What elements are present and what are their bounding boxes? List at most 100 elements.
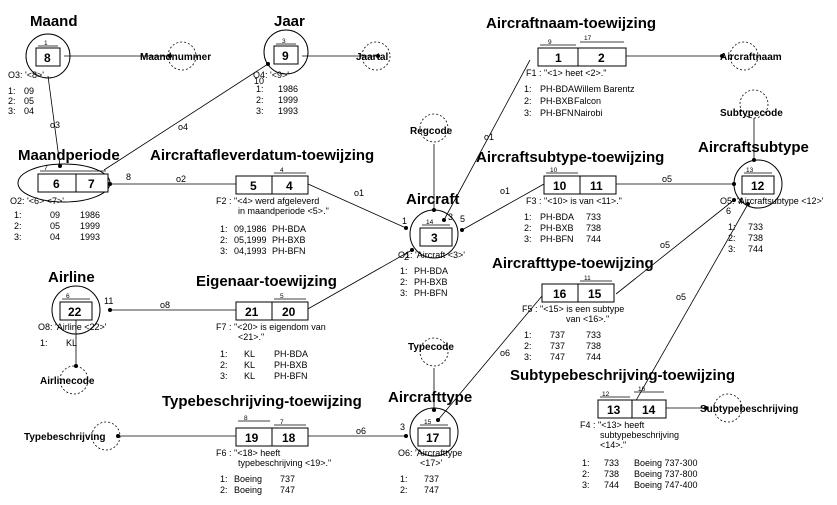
svg-text:Boeing 747-400: Boeing 747-400 [634, 480, 698, 490]
title-aircraftsubtype: Aircraftsubtype [698, 139, 809, 156]
uniq-9: 9 [548, 39, 552, 46]
label-jaartal: Jaartal [356, 41, 391, 71]
facttext-f2b: in maandperiode <5>." [238, 206, 329, 216]
title-aircrafttype-toewijzing: Aircrafttype-toewijzing [492, 255, 654, 272]
title-airline: Airline [48, 269, 95, 286]
svg-text:1:: 1: [582, 458, 590, 468]
role-2: 2 [598, 51, 605, 65]
link-n3: 3 [448, 212, 453, 222]
label-subtypecode: Subtypecode [720, 89, 783, 119]
link-n8: 8 [126, 172, 131, 182]
label-airlinecode: Airlinecode [40, 365, 95, 395]
link-o5-subbeschr: o5 [676, 292, 686, 302]
role-4: 4 [286, 179, 293, 193]
fact-aircraftnaam-toewijzing: Aircraftnaam-toewijzing 1 2 9 17 F1 : "<… [484, 15, 656, 142]
link-o4: o4 [178, 122, 188, 132]
role-12: 12 [751, 179, 765, 193]
svg-text:3:: 3: [524, 108, 532, 118]
facttext-f4b: subtypebeschrijving [600, 430, 679, 440]
svg-text:2:: 2: [524, 96, 532, 106]
uniq-8: 8 [244, 415, 248, 422]
population-maand: 1:09 2:05 3:04 [8, 86, 34, 116]
svg-text:PH-BDA: PH-BDA [414, 266, 448, 276]
svg-text:PH-BDA: PH-BDA [540, 212, 574, 222]
fact-typebeschrijving-toewijzing: Typebeschrijving-toewijzing 19 18 8 7 F6… [162, 393, 362, 495]
link-o5-typetoe: o5 [660, 240, 670, 250]
label-maandnummer: Maandnummer [140, 41, 211, 71]
svg-text:05,1999: 05,1999 [234, 235, 267, 245]
object-maand: Maand 8 1 O3: '<8>' 1:09 2:05 3:04 o3 [8, 13, 78, 130]
svg-text:737: 737 [550, 341, 565, 351]
svg-text:09: 09 [24, 86, 34, 96]
title-aircraftnaam-toewijzing: Aircraftnaam-toewijzing [486, 15, 656, 32]
object-aircraftsubtype: Aircraftsubtype 12 13 6 4 O5: 'Aircrafts… [660, 139, 824, 302]
link-n11: 11 [104, 296, 113, 306]
svg-text:2:: 2: [14, 221, 22, 231]
svg-text:Boeing 737-300: Boeing 737-300 [634, 458, 698, 468]
facttext-f6a: F6 : "<18> heeft [216, 448, 281, 458]
svg-text:2:: 2: [400, 485, 408, 495]
svg-text:3:: 3: [8, 106, 16, 116]
facttext-f1: F1 : "<1> heet <2>." [526, 68, 606, 78]
link-o3: o3 [50, 120, 60, 130]
uniq-17: 17 [584, 35, 592, 42]
svg-text:737: 737 [280, 474, 295, 484]
svg-text:PH-BDA: PH-BDA [272, 224, 306, 234]
fact-aircraftsubtype-toewijzing: Aircraftsubtype-toewijzing 10 11 10 F3 :… [476, 149, 672, 244]
title-aircraft: Aircraft [406, 191, 459, 208]
object-aircrafttype: Aircrafttype 17 15 3 O6: 'Aircrafttype <… [356, 389, 472, 495]
svg-text:1:: 1: [8, 86, 16, 96]
uniq-12: 12 [602, 391, 610, 398]
object-aircraft: Aircraft 3 14 1 3 5 2 O1: 'Aircraft <3>'… [398, 191, 465, 298]
svg-text:Boeing 737-800: Boeing 737-800 [634, 469, 698, 479]
svg-text:2:: 2: [220, 235, 228, 245]
role-17: 17 [426, 431, 440, 445]
svg-text:09,1986: 09,1986 [234, 224, 267, 234]
svg-text:PH-BXB: PH-BXB [272, 235, 306, 245]
svg-text:KL: KL [244, 349, 255, 359]
facttext-f4a: F4 : "<13> heeft [580, 420, 645, 430]
jaartal-text: Jaartal [356, 52, 388, 63]
svg-text:2:: 2: [400, 277, 408, 287]
facttext-f7a: F7 : "<20> is eigendom van [216, 322, 326, 332]
svg-text:PH-BXB: PH-BXB [540, 96, 574, 106]
uniq-4: 4 [280, 167, 284, 174]
facttext-f2a: F2 : "<4> werd afgeleverd [216, 196, 319, 206]
svg-text:744: 744 [604, 480, 619, 490]
svg-text:PH-BXB: PH-BXB [414, 277, 448, 287]
role-21: 21 [245, 305, 259, 319]
label-aircraftnaam: Aircraftnaam [720, 41, 782, 71]
svg-text:738: 738 [586, 223, 601, 233]
svg-text:1:: 1: [220, 224, 228, 234]
svg-text:09: 09 [50, 210, 60, 220]
uniq-7: 7 [44, 165, 48, 172]
uniq-14: 14 [426, 219, 434, 226]
objtext-o4: O4: '<9>' [253, 70, 289, 80]
role-8: 8 [44, 51, 51, 65]
svg-text:1986: 1986 [278, 84, 298, 94]
population-subtype: 1:733 2:738 3:744 [728, 222, 763, 254]
svg-text:1:: 1: [728, 222, 736, 232]
link-n6: 6 [726, 206, 731, 216]
svg-text:3:: 3: [220, 246, 228, 256]
svg-text:2:: 2: [256, 95, 264, 105]
objtext-o2: O2: '<6> <7>' [10, 196, 64, 206]
connector-lines [47, 55, 755, 437]
misc-link-labels: 10 [254, 76, 264, 86]
link-o1-aflever: o1 [354, 188, 364, 198]
uniq-1: 1 [44, 40, 48, 47]
svg-text:PH-BFN: PH-BFN [540, 108, 574, 118]
svg-text:1993: 1993 [80, 232, 100, 242]
svg-text:Nairobi: Nairobi [574, 108, 603, 118]
svg-text:3:: 3: [256, 106, 264, 116]
link-n4: 4 [738, 196, 743, 206]
population-jaar: 1:1986 2:1999 3:1993 [256, 84, 298, 116]
uniq-3: 3 [282, 38, 286, 45]
svg-text:747: 747 [550, 352, 565, 362]
svg-text:1:: 1: [400, 266, 408, 276]
